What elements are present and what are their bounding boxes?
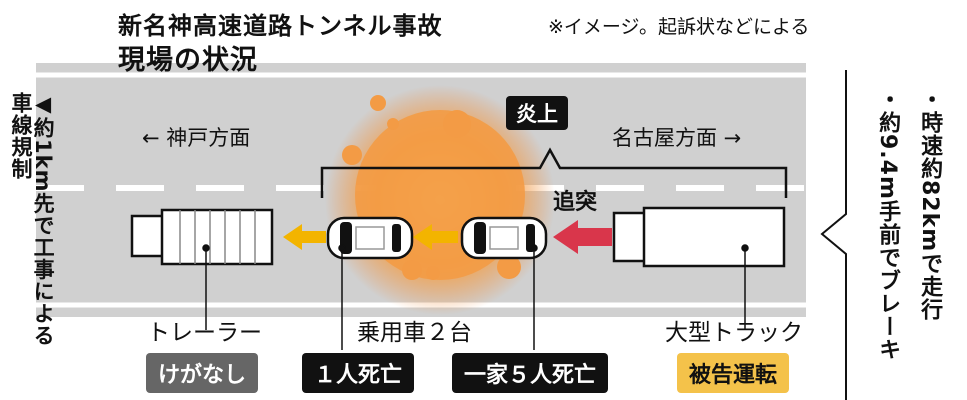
lane-restriction-note: ◀約1km先で工事による車線規制: [9, 92, 56, 347]
right-bracket: [820, 70, 847, 400]
rear-end-label: 追突: [553, 190, 598, 215]
page-subtitle: 現場の状況: [118, 45, 258, 76]
direction-nagoya: 名古屋方面 →: [612, 126, 742, 150]
red-arrow: [553, 220, 612, 254]
brake-note: ・約9.4m手前でブレーキ: [875, 88, 901, 361]
badge-defendant-driving: 被告運転: [677, 353, 790, 393]
source-note: ※イメージ。起訴状などによる: [548, 16, 810, 38]
yellow-arrow-2: [413, 224, 458, 250]
cars-label: 乗用車２台: [357, 320, 472, 346]
trailer-label: トレーラー: [147, 320, 262, 346]
fire-label: 炎上: [506, 96, 568, 130]
car-1: [326, 216, 414, 260]
page-title: 新名神高速道路トンネル事故: [118, 12, 443, 40]
leader-lines: [202, 244, 749, 350]
trailer-vehicle: [130, 208, 274, 266]
badge-one-dead: １人死亡: [302, 353, 415, 393]
badge-no-injury: けがなし: [146, 353, 259, 393]
yellow-arrow-1: [283, 224, 326, 250]
speed-note: ・時速約82kmで走行: [917, 88, 943, 322]
badge-family-dead: 一家５人死亡: [452, 353, 609, 393]
car-2: [460, 216, 548, 260]
fire-bracket: [320, 147, 788, 198]
large-truck: [612, 206, 786, 268]
direction-kobe: ← 神戸方面: [142, 126, 251, 150]
truck-label: 大型トラック: [665, 320, 803, 346]
